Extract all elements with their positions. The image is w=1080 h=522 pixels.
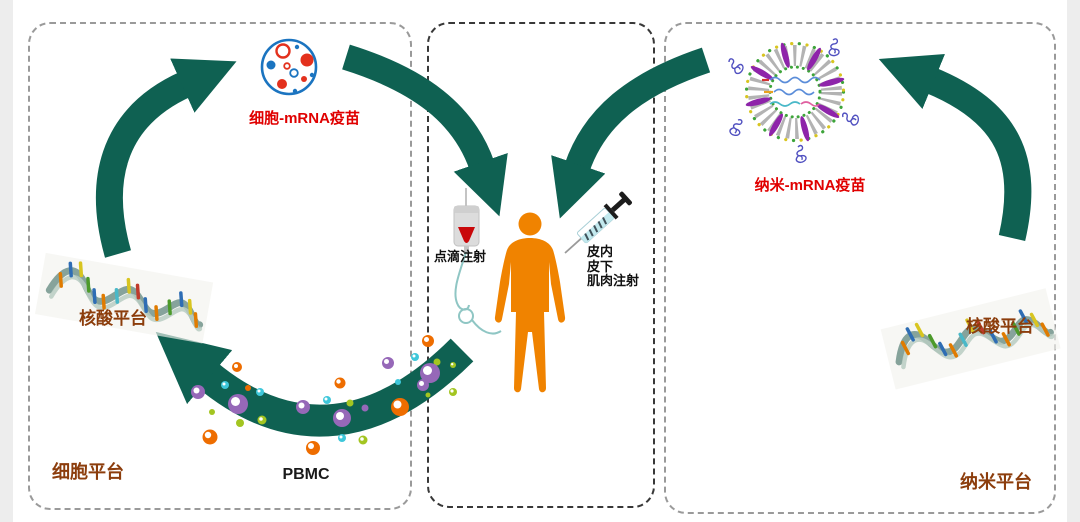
injection-panel: [427, 22, 655, 508]
nano-vaccine-label: 纳米-mRNA疫苗: [754, 177, 866, 194]
injection-route-line-3: 肌肉注射: [587, 273, 640, 289]
cell-vaccine-label: 细胞-mRNA疫苗: [249, 110, 360, 127]
cell-platform-label: 细胞平台: [52, 462, 124, 482]
pbmc-label: PBMC: [282, 466, 330, 483]
nucleic-platform-label-left: 核酸平台: [79, 309, 147, 328]
right-edge-margin: [1067, 0, 1080, 522]
left-edge-margin: [0, 0, 13, 522]
nucleic-platform-label-right: 核酸平台: [966, 317, 1034, 336]
injection-route-label: 皮内 皮下 肌肉注射: [587, 244, 640, 289]
injection-route-line-1: 皮内: [587, 244, 614, 259]
injection-route-line-2: 皮下: [587, 258, 614, 274]
cell-platform-panel: [28, 22, 412, 510]
nano-platform-panel: [664, 22, 1056, 514]
nano-platform-label: 纳米平台: [960, 472, 1032, 492]
drip-injection-label: 点滴注射: [434, 249, 487, 264]
